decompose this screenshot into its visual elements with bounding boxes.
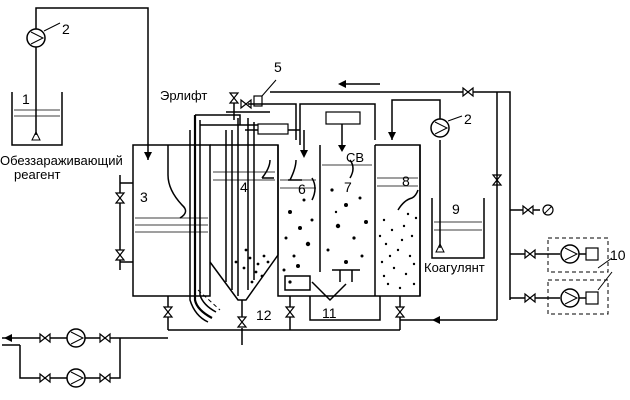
filter-media-6-7 xyxy=(282,188,368,284)
filter-tank-8 xyxy=(375,144,421,296)
dosing-pump-2-right xyxy=(388,99,463,140)
number-6: 6 xyxy=(298,181,306,197)
number-2-right: 2 xyxy=(464,111,472,127)
bottom-piping xyxy=(2,296,497,388)
coagulant-tank-9 xyxy=(431,140,485,259)
return-line-top xyxy=(270,80,511,320)
number-10: 10 xyxy=(610,247,626,263)
air-valve-assembly-5 xyxy=(226,79,297,140)
reagent-tank-1 xyxy=(11,60,63,146)
sludge-particles-4 xyxy=(234,248,270,284)
airlift-pipes xyxy=(189,114,300,323)
number-8: 8 xyxy=(402,173,410,189)
filter-media-8 xyxy=(378,212,418,290)
number-11: 11 xyxy=(322,305,337,321)
label-airlift: Эрлифт xyxy=(160,88,207,103)
number-3: 3 xyxy=(140,189,148,205)
thickener-tank-4 xyxy=(209,118,279,345)
number-7: 7 xyxy=(344,179,352,195)
dosing-pump-2-left xyxy=(26,7,152,160)
number-2-left: 2 xyxy=(62,21,70,37)
label-sv: СВ xyxy=(346,150,364,165)
diagram-labels: Обеззараживающий реагент Эрлифт Коагулян… xyxy=(0,21,626,323)
pump-unit-10 xyxy=(510,204,613,315)
number-9: 9 xyxy=(452,201,460,217)
label-coagulant: Коагулянт xyxy=(424,260,485,275)
number-12: 12 xyxy=(256,307,272,323)
number-4: 4 xyxy=(240,179,248,195)
contact-tank-3 xyxy=(115,144,211,297)
filter-tank-6-7 xyxy=(277,103,421,302)
number-1: 1 xyxy=(22,91,30,107)
label-disinfectant-line2: реагент xyxy=(14,167,61,182)
number-5: 5 xyxy=(274,59,282,75)
label-disinfectant-line1: Обеззараживающий xyxy=(0,153,123,168)
